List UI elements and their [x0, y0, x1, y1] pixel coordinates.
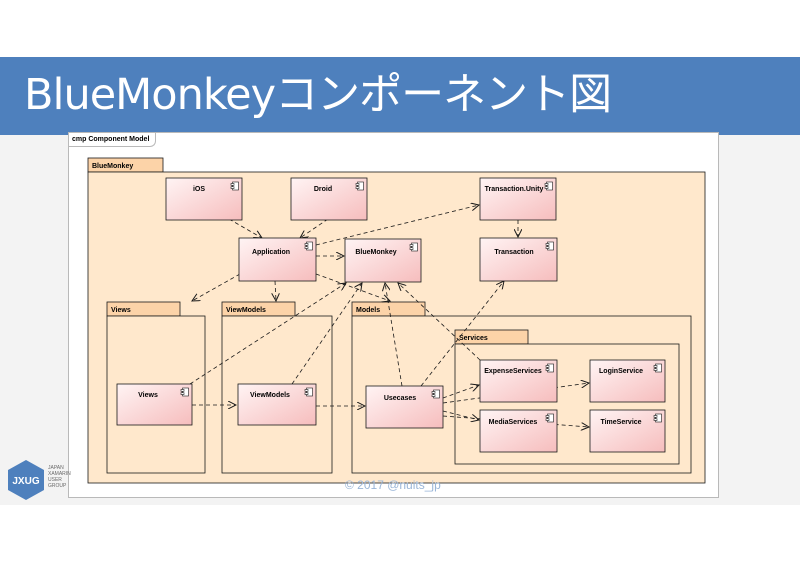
arrow-application-viewmodels	[275, 280, 276, 301]
arrow-droid-application	[300, 218, 329, 238]
component-transaction-unity: Transaction.Unity	[479, 177, 557, 221]
dependency-arrows	[189, 205, 589, 427]
component-application: Application	[238, 237, 317, 282]
logo-line: XAMARIN	[48, 471, 71, 477]
component-login-service: LoginService	[589, 359, 666, 403]
logo-line: JAPAN	[48, 465, 64, 471]
component-label: MediaServices	[489, 419, 538, 426]
logo-text: JXUG	[12, 476, 39, 487]
component-droid: Droid	[290, 177, 368, 221]
component-label: Droid	[314, 186, 332, 193]
package-label: Views	[111, 307, 131, 314]
title-bar: BlueMonkeyコンポーネント図	[0, 57, 800, 135]
component-label: iOS	[193, 186, 205, 193]
arrow-expenseservices-bluemonkey	[398, 283, 481, 361]
arrow-usecases-transaction	[420, 281, 504, 387]
arrow-application-views	[192, 273, 241, 301]
arrow-ios-application	[228, 218, 262, 238]
component-label: Transaction.Unity	[485, 186, 544, 193]
arrow-usecases-expenseservices	[442, 385, 479, 399]
arrow-application-models	[315, 273, 390, 301]
component-label: ExpenseServices	[484, 368, 542, 375]
package-label: BlueMonkey	[92, 163, 133, 170]
arrow-views-bluemonkey	[189, 283, 346, 385]
copyright-text: © 2017 @nuits_jp	[345, 478, 441, 492]
component-media-services: MediaServices	[479, 409, 558, 453]
uml-diagram: BlueMonkey Views ViewModels Models Servi…	[87, 157, 706, 484]
component-viewmodels: ViewModels	[237, 383, 317, 426]
component-time-service: TimeService	[589, 409, 666, 453]
component-label: Application	[252, 249, 290, 256]
logo-line: USER	[48, 477, 62, 483]
package-label: Models	[356, 307, 380, 314]
component-ios: iOS	[165, 177, 243, 221]
component-bluemonkey: BlueMonkey	[344, 238, 422, 283]
logo-caption: JAPAN XAMARIN USER GROUP	[48, 465, 71, 489]
component-label: Usecases	[384, 395, 416, 402]
component-label: BlueMonkey	[355, 249, 396, 256]
component-label: ViewModels	[250, 392, 290, 399]
component-usecases: Usecases	[365, 385, 444, 429]
component-expense-services: ExpenseServices	[479, 359, 558, 403]
component-label: Views	[138, 392, 158, 399]
component-transaction: Transaction	[479, 237, 558, 282]
package-label: ViewModels	[226, 307, 266, 314]
component-views: Views	[116, 383, 193, 426]
diagram-frame: cmp Component Model BlueMonkey Views Vie…	[68, 132, 719, 498]
package-label: Services	[459, 335, 488, 342]
arrow-usecases-bluemonkey	[385, 283, 403, 387]
frame-label: cmp Component Model	[69, 133, 157, 147]
component-label: LoginService	[599, 368, 643, 375]
logo-line: GROUP	[48, 483, 67, 489]
component-label: TimeService	[600, 419, 641, 426]
component-label: Transaction	[494, 249, 533, 256]
page-title: BlueMonkeyコンポーネント図	[24, 70, 612, 120]
jxug-logo-icon: JXUG	[8, 460, 44, 500]
